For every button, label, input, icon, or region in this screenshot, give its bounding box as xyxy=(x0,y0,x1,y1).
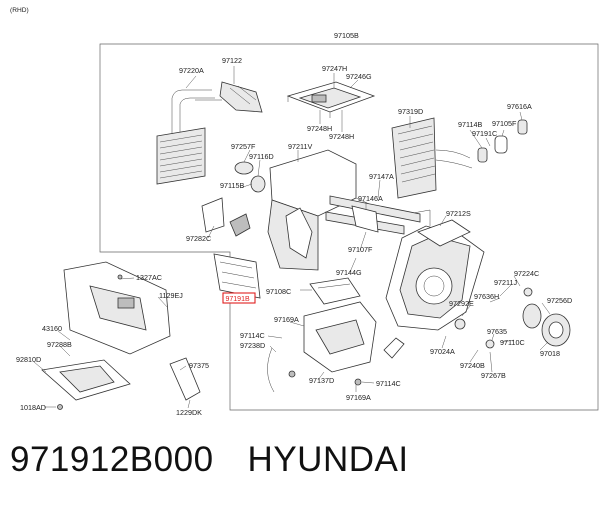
label-97635: 97635 xyxy=(487,327,507,336)
label-97137d: 97137D xyxy=(309,376,334,385)
label-1327ac: 1327AC xyxy=(136,273,162,282)
label-97247h: 97247H xyxy=(322,64,347,73)
label-97240b: 97240B xyxy=(460,361,485,370)
heater-core xyxy=(156,89,222,185)
label-97108c: 97108C xyxy=(266,287,291,296)
label-97115b: 97115B xyxy=(220,181,244,190)
parts-diagram: (RHD) 97105B xyxy=(10,7,599,417)
label-97114c-b: 97114C xyxy=(376,379,401,388)
label-97248h-a: 97248H xyxy=(307,124,332,133)
label-97220a: 97220A xyxy=(179,66,204,75)
blower-motor xyxy=(522,303,571,347)
assembly-label: 97105B xyxy=(334,31,359,40)
label-97636h: 97636H xyxy=(474,292,499,301)
label-97211j: 97211J xyxy=(494,278,517,287)
small-parts xyxy=(201,161,533,393)
label-97246g: 97246G xyxy=(346,72,372,81)
label-97024a: 97024A xyxy=(430,347,455,356)
label-97211v: 97211V xyxy=(288,142,312,151)
filter xyxy=(309,277,361,305)
label-97169a-a: 97169A xyxy=(274,315,299,324)
label-43160: 43160 xyxy=(42,324,62,333)
part-number: 971912B000 xyxy=(10,440,214,479)
label-97169a-b: 97169A xyxy=(346,393,371,402)
label-97288b: 97288B xyxy=(47,340,72,349)
label-97110c: 97110C xyxy=(500,338,525,347)
label-97248h-b: 97248H xyxy=(329,132,354,141)
label-1229dk: 1229DK xyxy=(176,408,202,417)
label-97616a: 97616A xyxy=(507,102,532,111)
label-97116d: 97116D xyxy=(249,152,274,161)
footer: 971912B000 HYUNDAI xyxy=(10,440,409,500)
hvac-case xyxy=(267,149,485,331)
label-92810d: 92810D xyxy=(16,355,41,364)
left-module xyxy=(41,261,201,410)
brand-name: HYUNDAI xyxy=(247,440,409,479)
label-97107f: 97107F xyxy=(348,245,373,254)
label-97114b: 97114B xyxy=(458,120,482,129)
label-97238d: 97238D xyxy=(240,341,265,350)
variant-label: (RHD) xyxy=(10,7,29,14)
highlighted-part[interactable]: 97191B xyxy=(222,292,256,304)
evaporator xyxy=(391,117,473,199)
label-97018: 97018 xyxy=(540,349,560,358)
label-97319d: 97319D xyxy=(398,107,423,116)
label-97212s: 97212S xyxy=(446,209,471,218)
label-1018ad: 1018AD xyxy=(20,403,46,412)
label-1129ej: 1129EJ xyxy=(159,291,183,300)
label-97375: 97375 xyxy=(189,361,209,370)
label-97114c-a: 97114C xyxy=(240,331,265,340)
label-97282c: 97282C xyxy=(186,234,211,243)
mode-door xyxy=(286,81,376,118)
label-97147a: 97147A xyxy=(369,172,394,181)
label-97267b: 97267B xyxy=(481,371,506,380)
label-97224c: 97224C xyxy=(514,269,539,278)
leader-lines xyxy=(33,66,551,409)
label-97257f: 97257F xyxy=(231,142,256,151)
label-97146a: 97146A xyxy=(358,194,383,203)
highlighted-part-label: 97191B xyxy=(226,296,250,303)
label-97122: 97122 xyxy=(222,56,242,65)
label-97144g: 97144G xyxy=(336,268,362,277)
part-labels: 97122 97220A 97247H 97246G 97248H 97248H… xyxy=(16,56,572,417)
valve-parts xyxy=(477,119,528,163)
actuator-97191b xyxy=(213,253,261,299)
bracket-97122 xyxy=(219,81,263,113)
label-97191c: 97191C xyxy=(472,129,497,138)
label-97292e: 97292E xyxy=(449,299,474,308)
lower-case xyxy=(303,301,377,373)
label-97256d: 97256D xyxy=(547,296,572,305)
assembly-frame xyxy=(99,43,599,411)
label-97105f: 97105F xyxy=(492,119,517,128)
